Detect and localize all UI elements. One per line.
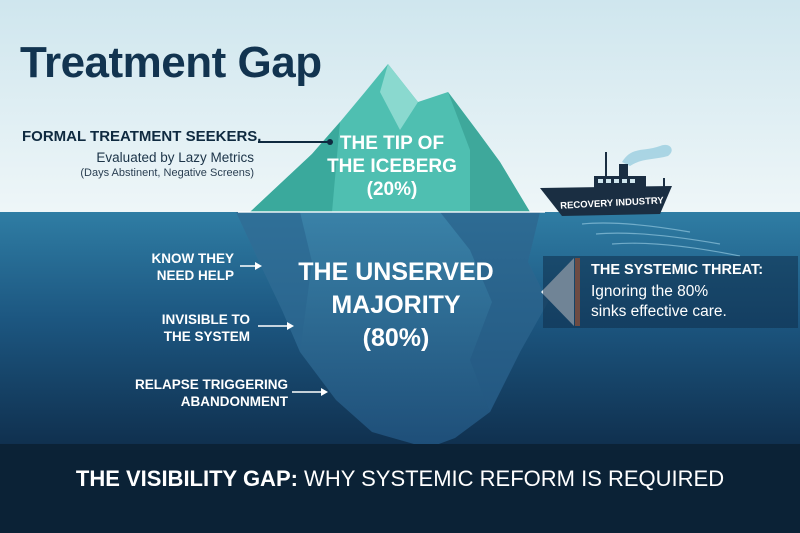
- seekers-heading: FORMAL TREATMENT SEEKERS.: [22, 128, 262, 145]
- tip-label-line2: THE ICEBERG: [327, 156, 457, 177]
- underwater-label-line: ABANDONMENT: [180, 394, 288, 409]
- underwater-label-relapse: RELAPSE TRIGGERING ABANDONMENT: [112, 376, 288, 410]
- footer-caption: THE VISIBILITY GAP: WHY SYSTEMIC REFORM …: [0, 466, 800, 492]
- underwater-label-line: NEED HELP: [156, 268, 234, 283]
- tip-label: THE TIP OF THE ICEBERG (20%): [306, 132, 478, 201]
- seekers-metrics-line: Evaluated by Lazy Metrics: [96, 150, 254, 165]
- underwater-label-line: KNOW THEY: [151, 251, 235, 266]
- underwater-label-line: INVISIBLE TO: [161, 312, 250, 327]
- iceberg-underwater: [236, 212, 548, 448]
- threat-text-line1: Ignoring the 80%: [591, 283, 709, 300]
- underwater-label-know-help: KNOW THEY NEED HELP: [118, 250, 235, 284]
- majority-label-line3: (80%): [362, 324, 430, 352]
- footer-caption-bold: THE VISIBILITY GAP:: [75, 466, 298, 491]
- threat-callout: [543, 256, 798, 328]
- footer-caption-rest: WHY SYSTEMIC REFORM IS REQUIRED: [297, 466, 725, 491]
- footer-bar: [0, 444, 800, 533]
- label-arrows: [240, 262, 328, 396]
- ship-icon: [540, 144, 672, 216]
- majority-label-line1: THE UNSERVED: [298, 258, 494, 286]
- seekers-metrics-detail: (Days Abstinent, Negative Screens): [80, 167, 254, 179]
- ship-wake: [581, 222, 741, 257]
- threat-heading: THE SYSTEMIC THREAT:: [591, 262, 764, 278]
- majority-label-line2: MAJORITY: [331, 291, 461, 319]
- page-title: Treatment Gap: [20, 38, 322, 87]
- threat-text-line2: sinks effective care.: [591, 303, 727, 320]
- tip-label-line3: (20%): [366, 179, 418, 200]
- underwater-label-invisible: INVISIBLE TO THE SYSTEM: [128, 311, 250, 345]
- underwater-label-line: THE SYSTEM: [163, 329, 250, 344]
- underwater-label-line: RELAPSE TRIGGERING: [134, 377, 288, 392]
- iceberg-tip: [238, 64, 545, 213]
- majority-label: THE UNSERVED MAJORITY (80%): [276, 256, 516, 355]
- seekers-connector-dot: [327, 139, 333, 145]
- tip-label-line1: THE TIP OF: [339, 133, 445, 154]
